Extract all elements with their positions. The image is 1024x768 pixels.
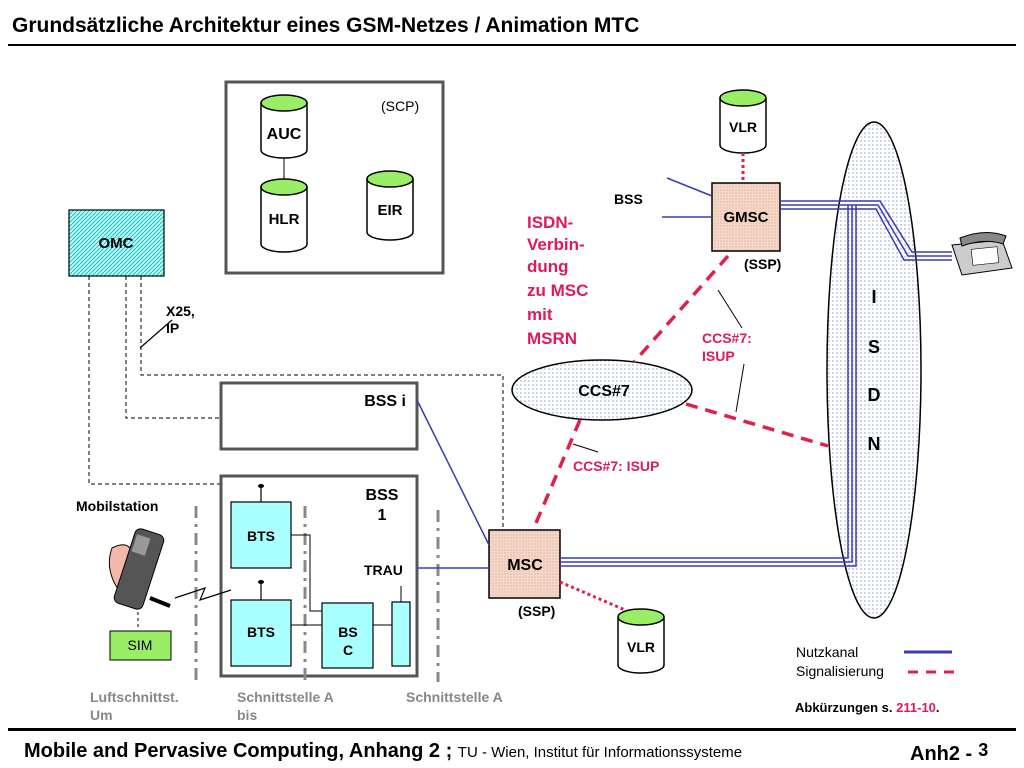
vlr-top-cylinder [719,89,767,154]
gmsc-box [711,182,781,252]
omc-label: OMC [99,235,134,252]
footer-page: Anh2 -3 [910,740,989,765]
footer-course: Mobile and Pervasive Computing, Anhang 2… [24,740,743,762]
bss-i-box [219,381,419,451]
isdn-connection-line1: ISDN- [527,213,573,232]
sim-label: SIM [128,637,153,653]
legend-signalisierung-label: Signalisierung [796,663,884,679]
page-title: Grundsätzliche Architektur eines GSM-Net… [12,14,640,37]
ccs7-isup-right-line1: CCS#7: [702,330,752,346]
bsc-box [321,602,374,669]
abbrev-note: Abkürzungen s. 211-10. [795,700,940,715]
eir-label: EIR [377,202,402,219]
luft-interface-label-line2: Um [90,707,113,723]
isdn-letter-i: I [871,287,876,307]
eir-cylinder [366,170,414,241]
isdn-connection-text: ISDN- Verbin- dung zu MSC mit MSRN [527,213,588,348]
isdn-connection-line3: dung [527,257,569,276]
msc-box [488,529,561,599]
bss-1-label-line1: BSS [366,487,399,504]
ccs7-label: CCS#7 [578,383,630,400]
bss-i-label: BSS i [364,393,406,410]
isdn-connection-line6: MSRN [527,329,577,348]
isdn-connection-line2: Verbin- [527,235,585,254]
scp-label: (SCP) [381,98,419,114]
a-interface-label: Schnittstelle A [406,689,503,705]
auc-cylinder [260,94,308,159]
hlr-label: HLR [269,211,300,228]
trau-box [391,601,411,667]
hlr-cylinder [260,178,308,253]
ccs7-isup-right-line2: ISUP [702,348,735,364]
ccs7-isup-mid-label: CCS#7: ISUP [573,458,659,474]
bss-1-label-line2: 1 [378,507,387,524]
abis-interface-label-line1: Schnittstelle A [237,689,334,705]
vlr-bottom-cylinder [617,608,665,674]
luft-interface-label-line1: Luftschnittst. [90,689,179,705]
mobilstation-label: Mobilstation [76,498,158,514]
trau-label: TRAU [364,562,403,578]
title-rule [8,44,1016,46]
page-number: 3 [978,740,989,760]
ssp-gmsc-label: (SSP) [744,256,781,272]
legend-nutzkanal-label: Nutzkanal [796,644,858,660]
footer-rule [8,728,1016,731]
ccs7-cloud [511,359,693,421]
vlr-top-label: VLR [729,119,757,135]
isdn-connection-line5: mit [527,305,553,324]
bts-bottom-label: BTS [247,624,275,640]
telephone-icon [951,232,1013,276]
ip-label: IP [166,320,179,336]
isdn-letter-d: D [868,385,881,405]
msc-label: MSC [507,557,543,574]
isdn-letter-s: S [868,337,880,357]
bsc-label-line1: BS [338,624,357,640]
gmsc-label: GMSC [724,209,769,226]
isdn-cloud [826,121,922,619]
isdn-letter-n: N [868,434,881,454]
bsc-label-line2: C [343,642,353,658]
sim-box [109,630,172,661]
bss-label: BSS [614,191,643,207]
isdn-connection-line4: zu MSC [527,281,588,300]
mobile-phone-icon [108,528,171,610]
ssp-msc-label: (SSP) [518,603,555,619]
abbrev-ref: 211-10 [896,700,936,715]
abis-interface-label-line2: bis [237,707,257,723]
omc-box [68,209,165,277]
bts-top-label: BTS [247,528,275,544]
vlr-bottom-label: VLR [627,639,655,655]
x25-label: X25, [166,303,195,319]
auc-label: AUC [267,126,302,143]
